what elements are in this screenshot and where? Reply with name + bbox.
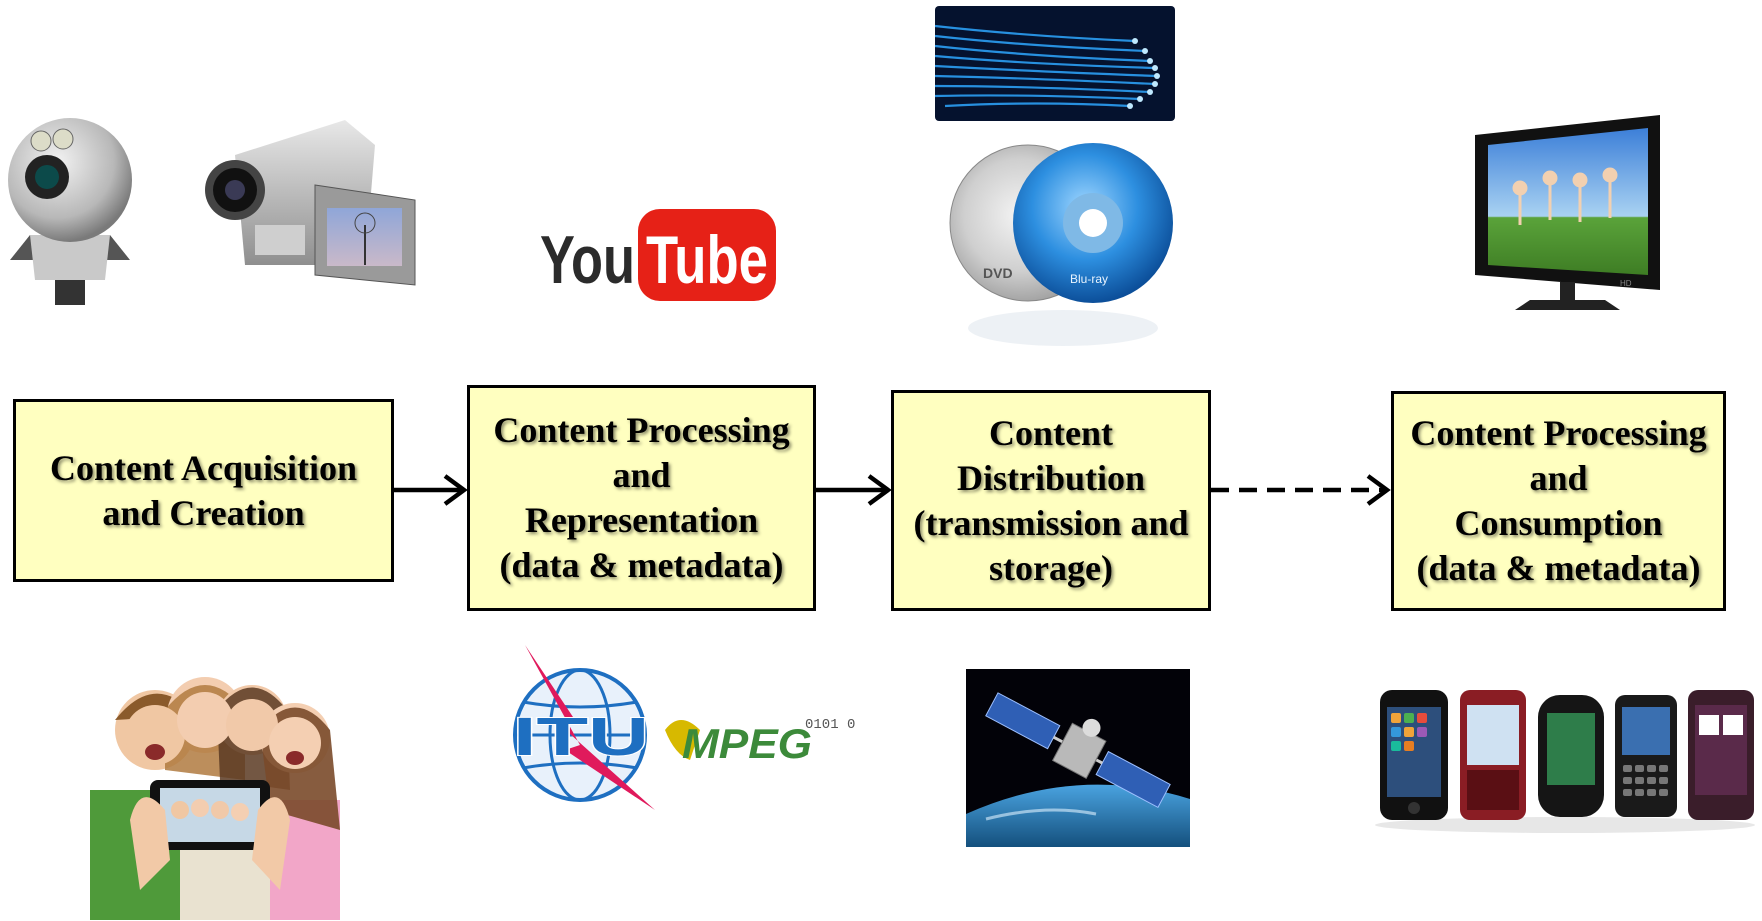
mpeg-bits-text: 0101 0: [805, 717, 855, 733]
tv-brand-text: HD: [1620, 279, 1632, 288]
itu-logo: ITU: [505, 640, 670, 815]
stage-acquisition-creation: Content Acquisition and Creation: [13, 399, 394, 582]
stage-distribution: Content Distribution (transmission and s…: [891, 390, 1211, 611]
stage-processing-consumption: Content Processing and Consumption (data…: [1391, 391, 1726, 611]
mpeg-logo: MPEG 0101 0: [660, 700, 860, 770]
youtube-you-text: You: [540, 222, 635, 298]
children-photo-icon: [80, 660, 350, 920]
mpeg-text: MPEG: [682, 720, 812, 767]
arrowhead-2: [867, 474, 892, 506]
youtube-tube-text: Tube: [646, 222, 768, 298]
itu-text: ITU: [513, 707, 649, 767]
arrowhead-1: [443, 474, 468, 506]
stage-processing-representation: Content Processing and Representation (d…: [467, 385, 816, 611]
dvd-bluray-discs-icon: DVD Blu-ray: [948, 138, 1178, 353]
satellite-earth-icon: [966, 669, 1190, 847]
youtube-logo: You Tube: [540, 205, 780, 305]
fiber-optic-icon: [935, 6, 1175, 121]
flat-tv-icon: HD: [1470, 110, 1665, 315]
arrowhead-3: [1366, 474, 1391, 506]
bluray-text: Blu-ray: [1070, 272, 1108, 286]
ptz-camera-icon: [5, 105, 135, 310]
dvd-text: DVD: [983, 265, 1013, 281]
smartphones-icon: [1375, 685, 1760, 835]
camcorder-icon: [205, 115, 420, 305]
